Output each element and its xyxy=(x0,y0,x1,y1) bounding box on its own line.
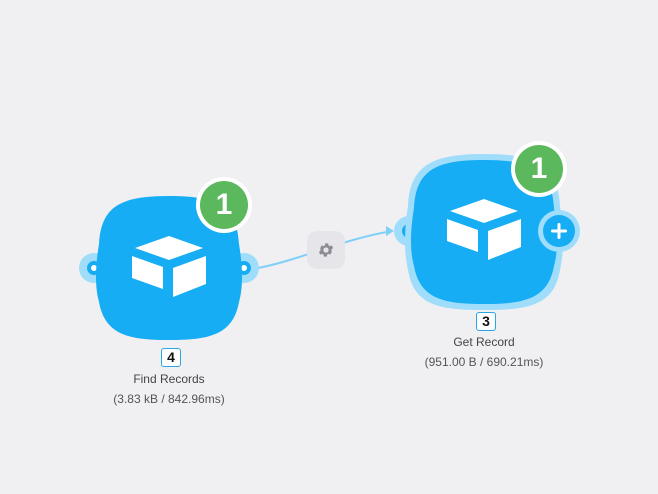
module-shape xyxy=(405,154,563,310)
operation-number: 4 xyxy=(161,348,181,367)
module-get-record[interactable] xyxy=(404,152,564,312)
module-title: Find Records xyxy=(133,372,205,386)
module-stats: (951.00 B / 690.21ms) xyxy=(424,355,544,369)
execution-count-badge[interactable]: 1 xyxy=(196,177,252,233)
module-title: Get Record xyxy=(453,335,515,349)
module-stats: (3.83 kB / 842.96ms) xyxy=(113,392,225,406)
module-find-records[interactable] xyxy=(89,188,249,348)
route-settings-button[interactable] xyxy=(307,231,345,269)
module-shape xyxy=(96,196,242,340)
plus-icon xyxy=(551,223,567,239)
execution-count-badge[interactable]: 1 xyxy=(511,141,567,197)
airtable-logo-icon xyxy=(447,199,521,260)
gear-icon xyxy=(318,243,334,257)
airtable-logo-icon xyxy=(132,236,206,297)
add-next-module-button[interactable] xyxy=(543,215,575,247)
operation-number: 3 xyxy=(476,312,496,331)
